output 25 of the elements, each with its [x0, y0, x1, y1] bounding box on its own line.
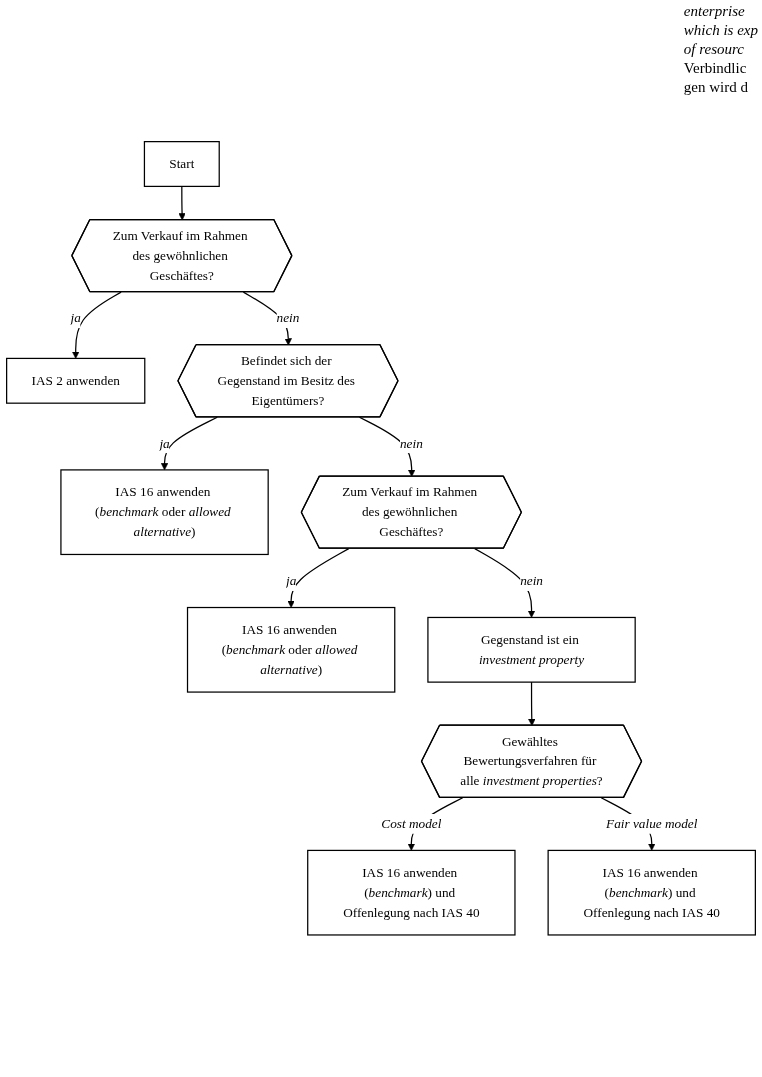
- note-text: gen wird d: [683, 78, 749, 97]
- node-box: IAS 16 anwenden (benchmark) und Offenlegung nach IAS 40: [547, 850, 756, 936]
- note-text: which is exp: [683, 21, 758, 40]
- node-box: IAS 16 anwenden (benchmark oder allowed alternative): [186, 607, 396, 693]
- arrow: [72, 291, 122, 359]
- arrow: [242, 291, 292, 346]
- arrow: [160, 416, 218, 471]
- node-box: IAS 2 anwenden: [6, 358, 146, 404]
- node-box: Gegenstand ist ein investment property: [427, 617, 636, 683]
- note-text: enterprise: [683, 2, 746, 21]
- node-box: IAS 16 anwenden (benchmark oder allowed alternative): [60, 469, 269, 556]
- arrow: [358, 416, 416, 478]
- edge-label: nein: [399, 436, 423, 451]
- node-box: Start: [143, 141, 220, 188]
- node-box: IAS 16 anwenden (benchmark) und Offenlegung nach IAS 40: [307, 850, 516, 936]
- arrow: [178, 186, 186, 221]
- edge-label: Cost model: [381, 816, 442, 831]
- arrow: [474, 548, 536, 618]
- arrow: [287, 548, 350, 609]
- edge-label: nein: [520, 573, 543, 588]
- arrow: [528, 681, 536, 727]
- note-text: Verbindlic: [683, 59, 748, 78]
- edge-label: Fair value model: [606, 816, 698, 831]
- note-text: of resourc: [683, 40, 745, 59]
- edge-label: nein: [276, 310, 300, 326]
